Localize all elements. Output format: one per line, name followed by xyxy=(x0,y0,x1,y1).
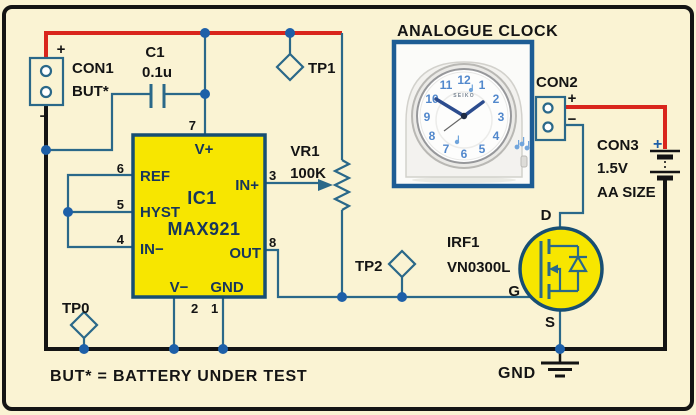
junction-dot xyxy=(397,292,407,302)
positive-rail-wire xyxy=(44,31,342,58)
mosfet-gate-label: G xyxy=(508,283,520,300)
negative-rail-wire xyxy=(44,105,667,351)
vr1-wiper-arrow-icon xyxy=(318,179,333,191)
ic1-gnd-label: GND xyxy=(210,279,244,296)
junction-dot xyxy=(41,145,51,155)
clock-numeral: 3 xyxy=(498,110,505,124)
gnd-label: GND xyxy=(498,365,536,382)
tp0-label: TP0 xyxy=(62,300,90,317)
ic1-pin8-number: 8 xyxy=(269,235,276,250)
mosfet-part-label: VN0300L xyxy=(447,259,510,276)
junction-dot xyxy=(63,207,73,217)
junction-dot xyxy=(218,344,228,354)
mosfet-irf1-icon xyxy=(518,226,604,312)
junction-dot xyxy=(169,344,179,354)
clock-numeral: 8 xyxy=(429,129,436,143)
con2-ref-label: CON2 xyxy=(536,74,578,91)
clock-numeral: 6 xyxy=(461,147,468,161)
battery-positive-wire xyxy=(565,105,667,149)
tp1-label: TP1 xyxy=(308,60,336,77)
tp0-diamond-icon xyxy=(69,310,99,340)
con1-plus-label: + xyxy=(57,41,66,58)
clock-brand-label: SEIKO xyxy=(453,93,475,99)
tp1-diamond-icon xyxy=(275,52,305,82)
clock-second-hand xyxy=(443,115,465,132)
junction-dot xyxy=(285,28,295,38)
clock-numeral: 10 xyxy=(425,92,439,106)
ic1-pin4-number: 4 xyxy=(117,232,125,247)
ic1-vplus-label: V+ xyxy=(195,141,214,158)
clock-numeral: 7 xyxy=(443,142,450,156)
junction-dot xyxy=(200,28,210,38)
ic1-in-plus-label: IN+ xyxy=(235,177,259,194)
ic1-out-label: OUT xyxy=(229,245,261,262)
con2-plus-label: + xyxy=(568,90,577,107)
mosfet-ref-label: IRF1 xyxy=(447,234,480,251)
clock-side-button xyxy=(520,155,528,168)
con1-ref-label: CON1 xyxy=(72,60,114,77)
clock-numeral: 12 xyxy=(457,73,471,87)
con2-to-drain-wire xyxy=(558,123,585,246)
ic1-pin6-number: 6 xyxy=(117,161,124,176)
clock-numeral: 9 xyxy=(424,110,431,124)
mosfet-drain-label: D xyxy=(541,207,552,224)
analogue-clock-label: ANALOGUE CLOCK xyxy=(397,23,558,40)
clock-numeral: 1 xyxy=(479,78,486,92)
tp2-label: TP2 xyxy=(355,258,383,275)
ic1-part-label: MAX921 xyxy=(167,219,240,239)
c1-left-lead xyxy=(46,92,151,152)
junction-dots xyxy=(41,28,565,354)
junction-dot xyxy=(337,292,347,302)
ic1-pin7-number: 7 xyxy=(189,118,196,133)
ic1-body xyxy=(131,133,267,299)
ic1-pin2-number: 2 xyxy=(191,301,198,316)
vr1-ref-label: VR1 xyxy=(290,143,319,160)
clock-numeral: 11 xyxy=(440,78,453,92)
clock-numeral: 2 xyxy=(493,92,500,106)
con3-ref-label: CON3 xyxy=(597,137,639,154)
capacitor-c1-icon xyxy=(149,84,166,108)
con1-name-label: BUT* xyxy=(72,83,109,100)
ic1-ref-label: REF xyxy=(140,168,170,185)
connector-con2-icon xyxy=(534,95,567,142)
ic1-pin1-number: 1 xyxy=(211,301,218,316)
ic1-pin3-number: 3 xyxy=(269,168,276,183)
earth-ground-icon xyxy=(541,349,579,378)
analogue-clock-illustration: 12 1 2 3 4 5 6 7 8 9 10 11 SEIKO xyxy=(391,39,535,189)
battery-under-test-note: BUT* = BATTERY UNDER TEST xyxy=(50,368,308,385)
ic1-in-minus-label: IN− xyxy=(140,241,164,258)
c1-value-label: 0.1u xyxy=(142,64,172,81)
con3-voltage-label: 1.5V xyxy=(597,160,628,177)
clock-music-notes-icon xyxy=(454,84,530,151)
con3-size-label: AA SIZE xyxy=(597,184,656,201)
ic1-hyst-label: HYST xyxy=(140,204,180,221)
clock-numeral: 4 xyxy=(493,129,500,143)
junction-dot xyxy=(555,344,565,354)
vr1-resistor-zigzag xyxy=(332,159,352,211)
out-to-gate-wire xyxy=(265,248,541,299)
clock-hour-hand xyxy=(462,100,485,118)
junction-dot xyxy=(200,89,210,99)
junction-dot xyxy=(79,344,89,354)
clock-minute-hand xyxy=(434,97,466,118)
tp2-diamond-icon xyxy=(387,249,417,279)
clock-numeral: 5 xyxy=(479,142,486,156)
mosfet-source-label: S xyxy=(545,314,555,331)
ic1-pin5-number: 5 xyxy=(117,197,124,212)
con1-minus-label: − xyxy=(40,108,49,125)
schematic-border xyxy=(2,5,694,411)
vr1-value-label: 100K xyxy=(290,165,326,182)
con2-minus-label: − xyxy=(568,111,577,128)
con3-plus-label: + xyxy=(653,136,662,153)
ic1-ref-designator: IC1 xyxy=(187,188,217,208)
connector-con1-icon xyxy=(28,56,65,107)
ic1-vminus-label: V− xyxy=(170,279,189,296)
battery-con3-icon xyxy=(650,149,680,181)
c1-ref-label: C1 xyxy=(145,44,164,61)
